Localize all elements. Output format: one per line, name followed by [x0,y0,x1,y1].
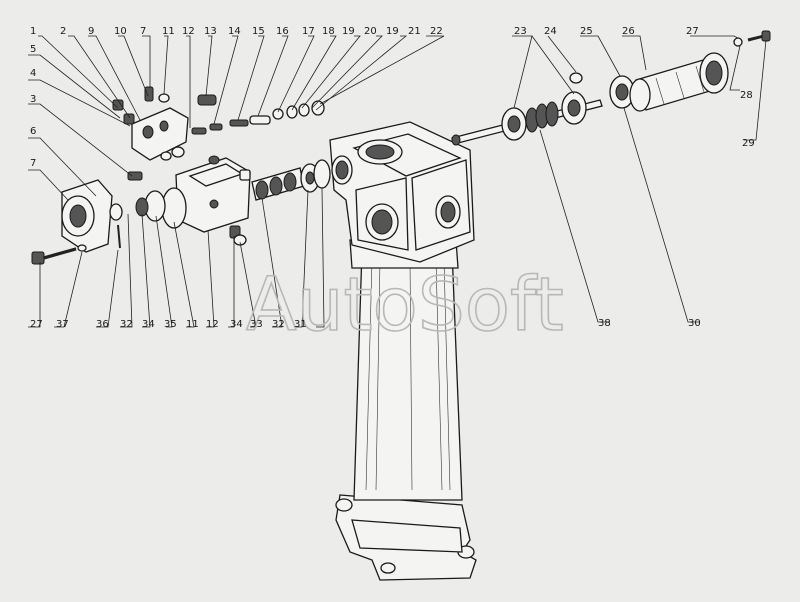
end-cover [31,171,143,265]
callout-35: 11 [186,319,199,330]
callout-29: 30 [688,318,701,329]
callout-19a: 20 [364,26,377,37]
callout-3: 3 [30,94,36,105]
callout-8: 9 [88,26,94,37]
callout-15: 16 [276,26,289,37]
callout-36: 32 [120,319,133,330]
callout-34b: 33 [250,319,263,330]
callout-4: 4 [30,68,36,79]
callout-13: 14 [228,26,241,37]
callout-20: 19 [386,26,399,37]
callout-28: 29 [742,138,755,149]
leader-lines [28,35,767,328]
callout-17: 18 [322,26,335,37]
worm-shaft [451,72,635,146]
column-housing [329,121,477,581]
callout-10: 7 [140,26,146,37]
callout-23: 24 [544,26,557,37]
callout-labels: 2 9 10 7 11 12 13 14 15 16 17 18 19 20 1… [60,26,443,37]
callout-12-bottom: 34 [230,319,243,330]
callout-26: 27 [686,26,699,37]
callout-22: 23 [514,26,527,37]
callout-32b: 31 [294,319,307,330]
callout-11: 12 [182,26,195,37]
callout-25: 26 [622,26,635,37]
callout-27-bottom: 37 [56,319,69,330]
small-parts-row [191,100,325,181]
callout-12: 13 [204,26,217,37]
callout-2: 6 [30,126,36,137]
callout-labels-bottom: 27 37 36 32 34 35 11 12 34 33 32 31 [30,319,307,330]
callout-33: 32 [272,319,285,330]
callout-11-bottom: 12 [206,319,219,330]
callout-30: 38 [598,318,611,329]
callout-7b: 11 [162,26,175,37]
callout-32a: 34 [142,319,155,330]
callout-7a: 2 [60,26,66,37]
callout-labels-right: 23 24 25 26 27 28 29 30 38 [514,26,755,329]
callout-6: 1 [30,26,36,37]
callout-37: 36 [96,319,109,330]
callout-1: 7 [30,158,36,169]
watermark-text: AutoSoft [246,262,564,348]
valve-block [112,86,217,161]
callout-21: 22 [430,26,443,37]
spline-shaft [251,159,331,201]
callout-24: 25 [580,26,593,37]
cylinder-sleeve [629,30,771,112]
callout-labels-left: 1 5 4 3 6 7 [30,26,36,169]
callout-19b: 21 [408,26,421,37]
callout-18: 19 [342,26,355,37]
callout-14: 15 [252,26,265,37]
callout-34a: 35 [164,319,177,330]
callout-5: 5 [30,44,36,55]
pump-body [135,155,251,246]
callout-9: 10 [114,26,127,37]
callout-16: 17 [302,26,315,37]
callout-27-right: 28 [740,90,753,101]
callout-38: 27 [30,319,43,330]
